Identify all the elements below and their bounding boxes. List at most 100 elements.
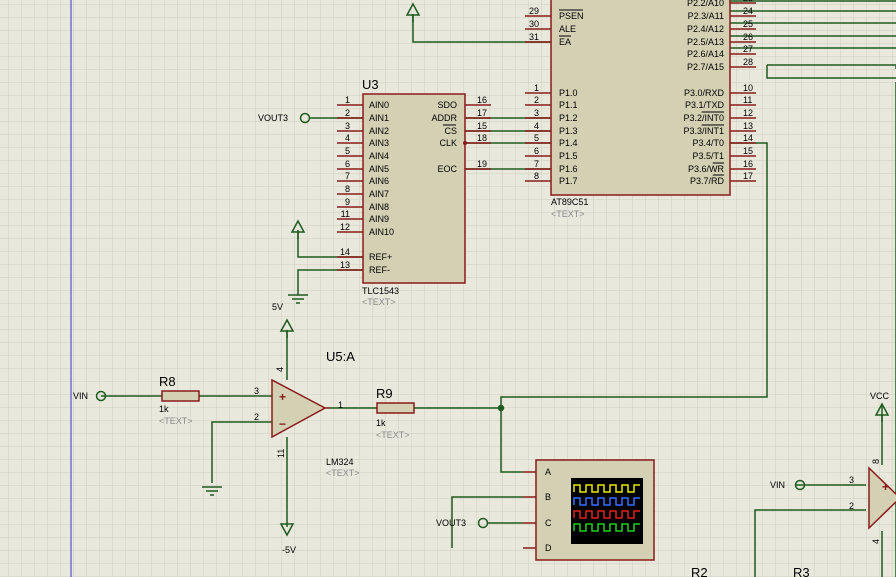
mcu-pin-num: 13 [743, 121, 753, 131]
mcu-pin-name: P2.3/A11 [688, 11, 724, 21]
wire-28 [766, 65, 896, 79]
mcu-body[interactable] [550, 0, 731, 196]
vin-left-terminal[interactable] [95, 390, 107, 402]
wire-16 [451, 496, 523, 548]
u3-pin-name: AIN5 [369, 164, 389, 174]
u3-pin-num: 16 [477, 95, 487, 105]
mcu-pin-num: 23 [743, 0, 753, 3]
vout3-top-terminal[interactable] [299, 112, 311, 124]
opamp-vneg-arrow-icon [279, 523, 295, 537]
opamp-pin-plus: 3 [254, 386, 259, 396]
scope-channel-label: A [545, 467, 551, 477]
mcu-pin-name: PSEN [559, 11, 584, 21]
r3-ref: R3 [793, 565, 810, 577]
mcu-pin-name: P1.3 [559, 126, 578, 136]
mcu-pin-name: P2.6/A14 [687, 49, 724, 59]
mcu-pin-name: P1.6 [559, 164, 578, 174]
mcu-pin-num: 31 [529, 32, 539, 42]
r9-value: 1k [376, 418, 386, 428]
vcc-arrow-icon [874, 402, 890, 422]
mcu-pin-num: 27 [743, 44, 753, 54]
scope-channel-label: D [545, 543, 552, 553]
wire-27 [767, 64, 896, 69]
static-labels: U3 TLC1543 <TEXT> AT89C51 <TEXT> U5:A LM… [73, 77, 890, 577]
u3-pin-num: 13 [340, 260, 350, 270]
u3-pin-num: 9 [345, 197, 350, 207]
opamp-vpos-arrow-icon [279, 318, 295, 338]
mcu-pin-num: 12 [743, 108, 753, 118]
mcu-text-placeholder: <TEXT> [551, 209, 585, 219]
mcu-pin-name: P3.7/RD [690, 176, 725, 186]
u3-part: TLC1543 [362, 286, 399, 296]
u3-pin-name: ADDR [431, 113, 457, 123]
r8-ref: R8 [159, 374, 176, 389]
opamp-part: LM324 [326, 457, 354, 467]
mcu-pin-num: 3 [534, 108, 539, 118]
u3-pin-name: AIN9 [369, 214, 389, 224]
u3-pin-name: AIN0 [369, 100, 389, 110]
mcu-pin-num: 14 [743, 133, 753, 143]
r9-resistor[interactable] [376, 402, 415, 414]
ea-power-arrow-icon [405, 2, 421, 22]
right-opamp-pin-vpos: 8 [871, 459, 881, 464]
mcu-pin-num: 30 [529, 19, 539, 29]
u3-pin-name: REF+ [369, 252, 392, 262]
u3-pin-name: SDO [437, 100, 457, 110]
u3-ref: U3 [362, 77, 379, 92]
r8-resistor[interactable] [161, 390, 200, 402]
wire-11 [211, 421, 272, 483]
mcu-pin-num: 25 [743, 19, 753, 29]
u3-pin-name: EOC [437, 164, 457, 174]
right-opamp-pin-vneg: 4 [871, 539, 881, 544]
opamp-supply-pos: 5V [272, 302, 283, 312]
scope-channel-label: B [545, 492, 551, 502]
vin-right-terminal[interactable] [794, 479, 806, 491]
u3-pin-num: 15 [477, 121, 487, 131]
u3-pin-num: 17 [477, 108, 487, 118]
mcu-pin-name: P1.5 [559, 151, 578, 161]
u3-pin-num: 11 [341, 209, 350, 219]
right-opamp[interactable] [868, 466, 896, 530]
mcu-pin-name: P1.4 [559, 138, 578, 148]
wire-junction [497, 404, 505, 412]
mcu-pin-name: P2.2/A10 [687, 0, 724, 8]
scope-trace [573, 484, 640, 493]
mcu-pin-name: P1.7 [559, 176, 578, 186]
u3-pin-num: 14 [340, 247, 350, 257]
mcu-pin-name: P1.2 [559, 113, 578, 123]
mcu-pin-num: 29 [529, 6, 539, 16]
mcu-pin-num: 4 [534, 121, 539, 131]
scope-trace [573, 510, 640, 519]
opamp-supply-neg: -5V [282, 545, 296, 555]
u3-pin-name: AIN4 [369, 151, 389, 161]
mcu-pin-name: P2.5/A13 [687, 37, 724, 47]
mcu-pin-name: P2.7/A15 [687, 62, 724, 72]
mcu-pin-num: 7 [534, 159, 539, 169]
mcu-pin-name: P3.1/TXD [685, 100, 725, 110]
u3-pin-num: 3 [345, 121, 350, 131]
u3-pin-num: 8 [345, 184, 350, 194]
u3-pin-num: 2 [345, 108, 350, 118]
opamp-u5a[interactable] [271, 378, 327, 439]
mcu-pin-num: 26 [743, 32, 753, 42]
u3-text-placeholder: <TEXT> [362, 297, 396, 307]
ref-ground-icon [288, 294, 308, 304]
mcu-pin-name: P3.0/RXD [684, 88, 725, 98]
u3-pin-num: 18 [477, 133, 487, 143]
u3-pin-name: AIN1 [369, 113, 389, 123]
opamp-pin-out: 1 [338, 400, 343, 410]
r8-text-placeholder: <TEXT> [159, 416, 193, 426]
mcu-pin-num: 28 [743, 57, 753, 67]
mcu-pin-name: P3.3/INT1 [683, 126, 724, 136]
u3-pin-num: 1 [345, 95, 350, 105]
mcu-pin-name: ALE [559, 24, 576, 34]
mcu-part: AT89C51 [551, 197, 588, 207]
ref-power-arrow-icon [290, 219, 306, 239]
u3-pin-num: 7 [345, 171, 350, 181]
vout3-scope-terminal[interactable] [477, 517, 489, 529]
mcu-pin-name: P2.4/A12 [687, 24, 724, 34]
